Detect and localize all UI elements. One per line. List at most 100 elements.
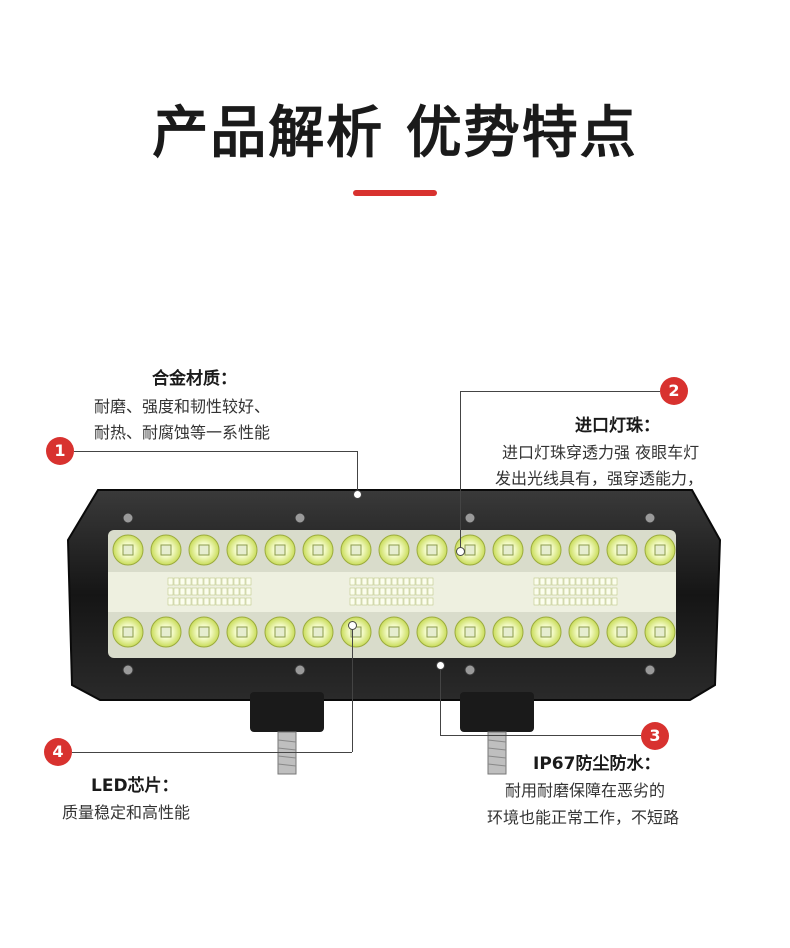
smd-chip [227,597,234,606]
callout-title-2: 进口灯珠： [575,416,660,436]
smd-chip [545,597,552,606]
smd-chip [203,577,210,586]
smd-chip [167,577,174,586]
smd-chip [587,587,594,596]
smd-chip [409,597,416,606]
smd-chip [403,587,410,596]
smd-chip [185,597,192,606]
smd-chip [367,577,374,586]
led-chip [122,544,134,556]
smd-chip [551,577,558,586]
smd-chip [551,597,558,606]
callout-title-3: IP67防尘防水： [533,754,661,774]
smd-chip [391,587,398,596]
smd-chip [173,597,180,606]
smd-chip [421,577,428,586]
smd-chip [599,597,606,606]
smd-chip [203,587,210,596]
smd-chip [533,577,540,586]
led-chip [502,626,514,638]
smd-chip [605,577,612,586]
callout-line-3b: 环境也能正常工作，不短路 [487,808,680,827]
led-chip [274,626,286,638]
smd-chip [215,577,222,586]
smd-chip [385,597,392,606]
led-chip [198,626,210,638]
leader-dot-3 [436,661,445,670]
smd-chip [355,577,362,586]
smd-chip [587,577,594,586]
led-chip [426,626,438,638]
smd-chip [563,577,570,586]
smd-chip [415,577,422,586]
callout-line-1a: 耐磨、强度和韧性较好、 [94,397,271,416]
led-chip [464,626,476,638]
smd-chip [593,597,600,606]
smd-chip [379,587,386,596]
led-chip [236,626,248,638]
smd-chip [227,587,234,596]
smd-chip [167,597,174,606]
smd-chip [173,587,180,596]
smd-chip [397,577,404,586]
smd-chip [403,577,410,586]
led-chip [540,544,552,556]
leader-line-2 [460,391,660,392]
leader-line-4-vertical [352,625,353,752]
smd-chip [421,587,428,596]
smd-chip [239,597,246,606]
smd-chip [605,597,612,606]
smd-chip [209,587,216,596]
callout-badge-1: 1 [46,437,74,465]
smd-chip [349,577,356,586]
smd-chip [533,587,540,596]
callout-line-4a: 质量稳定和高性能 [62,803,191,822]
smd-chip [361,587,368,596]
smd-chip [179,597,186,606]
smd-chip [185,587,192,596]
smd-chip [215,587,222,596]
smd-chip [355,587,362,596]
smd-chip [587,597,594,606]
smd-chip [581,587,588,596]
smd-chip [593,587,600,596]
smd-chip [245,587,252,596]
smd-chip [409,577,416,586]
smd-chip [245,597,252,606]
smd-chip [179,577,186,586]
smd-chip [203,597,210,606]
led-chip [122,626,134,638]
smd-chip [215,597,222,606]
smd-chip [575,597,582,606]
led-chip [312,626,324,638]
leader-line-3 [440,735,641,736]
smd-chip [361,597,368,606]
led-light-bar-image [66,489,722,775]
smd-chip [373,587,380,596]
led-chip [578,544,590,556]
smd-chip [569,597,576,606]
led-chip [388,544,400,556]
led-chip [464,544,476,556]
smd-chip [551,587,558,596]
smd-chip [581,577,588,586]
smd-chip [245,577,252,586]
led-chip [616,626,628,638]
smd-chip [599,577,606,586]
leader-dot-1 [353,490,362,499]
leader-line-4 [72,752,352,753]
smd-chip [385,587,392,596]
smd-chip [209,577,216,586]
smd-chip [611,587,618,596]
smd-chip [197,597,204,606]
smd-chip [367,597,374,606]
smd-chip [593,577,600,586]
smd-chip [373,577,380,586]
led-chip [578,626,590,638]
smd-chip [221,587,228,596]
smd-chip [409,587,416,596]
smd-chip [209,597,216,606]
smd-chip [397,597,404,606]
smd-chip [427,577,434,586]
smd-chip [403,597,410,606]
